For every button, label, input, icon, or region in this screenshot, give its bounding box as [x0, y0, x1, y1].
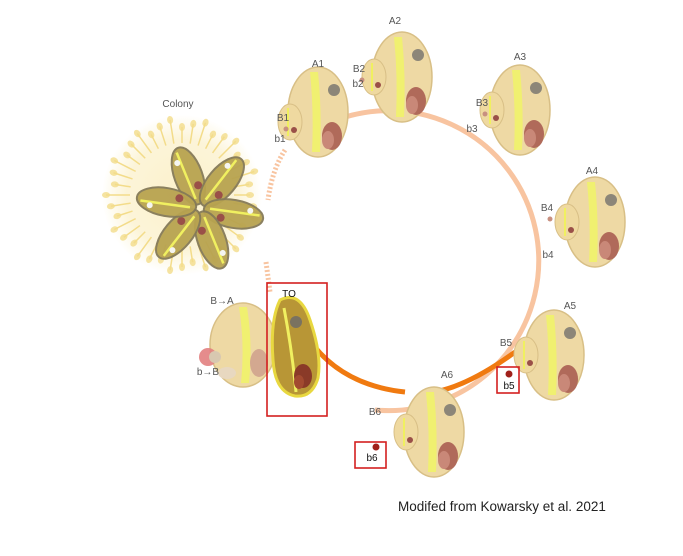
bud-label-b4: B4 — [541, 203, 554, 214]
zooid-label-a5: A5 — [564, 301, 577, 312]
budlet-label-b4: b4 — [542, 250, 554, 261]
vessel — [150, 134, 160, 150]
budlet-b3-dot — [482, 111, 488, 117]
bud-label-b6: B6 — [369, 407, 382, 418]
zooid-a1 — [277, 66, 349, 158]
cycle-arc — [313, 108, 542, 414]
budlet-b1-dot — [283, 126, 289, 132]
vessel — [136, 133, 153, 154]
zooid-b-to-a — [199, 302, 277, 388]
budlet-label-b3: b3 — [466, 124, 478, 135]
vessel — [123, 224, 141, 238]
budlet-label-b1: b1 — [274, 134, 286, 145]
vessel — [204, 134, 214, 150]
colony-illustration — [102, 115, 265, 275]
vessel — [117, 210, 133, 217]
takeover-label: TO — [282, 289, 296, 300]
b5-highlight-box — [496, 366, 520, 394]
zooid-a5 — [513, 309, 585, 401]
vessel — [197, 122, 207, 146]
colony-zooid — [198, 156, 245, 208]
bud-b2 — [361, 58, 387, 96]
bud-label-b3: B3 — [476, 98, 489, 109]
vessel — [114, 183, 131, 188]
zooid-a4 — [554, 176, 626, 268]
vessel — [113, 172, 133, 180]
vessel — [169, 119, 175, 144]
vessel — [189, 123, 195, 144]
zooid-a2 — [361, 31, 433, 123]
budlet-b5-dot — [505, 370, 513, 378]
bud-b4 — [554, 203, 580, 241]
bud-b5 — [513, 336, 539, 374]
b6-highlight-box — [354, 441, 387, 469]
vessel — [211, 136, 225, 154]
vessel — [136, 236, 153, 257]
cycle-arc-dashed — [265, 148, 288, 201]
zooid-label-a2: A2 — [389, 16, 402, 27]
colony-zooid — [170, 146, 207, 206]
vessel — [218, 140, 237, 159]
colony-zooid — [135, 186, 198, 218]
b-to-a-label: B→A — [210, 296, 234, 307]
vessel — [126, 154, 141, 166]
colony-zooid — [155, 208, 202, 260]
zooid-label-a6: A6 — [441, 370, 454, 381]
vessel — [159, 126, 167, 146]
budlet-label-b5: b5 — [503, 381, 515, 392]
zooid-label-a3: A3 — [514, 52, 527, 63]
zooid-label-a1: A1 — [312, 59, 325, 70]
takeover-zooid — [270, 296, 321, 398]
cycle-arc-dashed-lower — [263, 261, 273, 293]
budlet-label-b6: b6 — [366, 453, 378, 464]
zooid-a6 — [393, 386, 465, 478]
bud-b1 — [277, 103, 303, 141]
zooid-label-a4: A4 — [586, 166, 599, 177]
vessel — [130, 143, 146, 159]
bud-b3 — [479, 91, 505, 129]
budlet-b4-dot — [547, 216, 553, 222]
vessel — [110, 202, 131, 208]
bud-label-b5: B5 — [500, 338, 513, 349]
takeover-highlight-box — [266, 282, 328, 417]
vessel — [189, 246, 194, 263]
bud-b6 — [393, 413, 419, 451]
bud-label-b1: B1 — [277, 113, 290, 124]
vessel — [113, 217, 137, 231]
budlet-b6-dot — [372, 443, 380, 451]
takeover-arc — [305, 336, 406, 395]
budlet-b2-dot — [359, 77, 365, 83]
colony-label: Colony — [162, 99, 193, 110]
vessel — [113, 159, 137, 173]
bud-label-b2: B2 — [353, 64, 366, 75]
credit-text: Modifed from Kowarsky et al. 2021 — [398, 499, 606, 514]
colony-zooid — [193, 210, 230, 270]
b-to-b-label: b→B — [197, 367, 220, 378]
budlet-label-b2: b2 — [352, 79, 364, 90]
vessel — [133, 231, 146, 244]
zooid-a3 — [479, 64, 551, 156]
